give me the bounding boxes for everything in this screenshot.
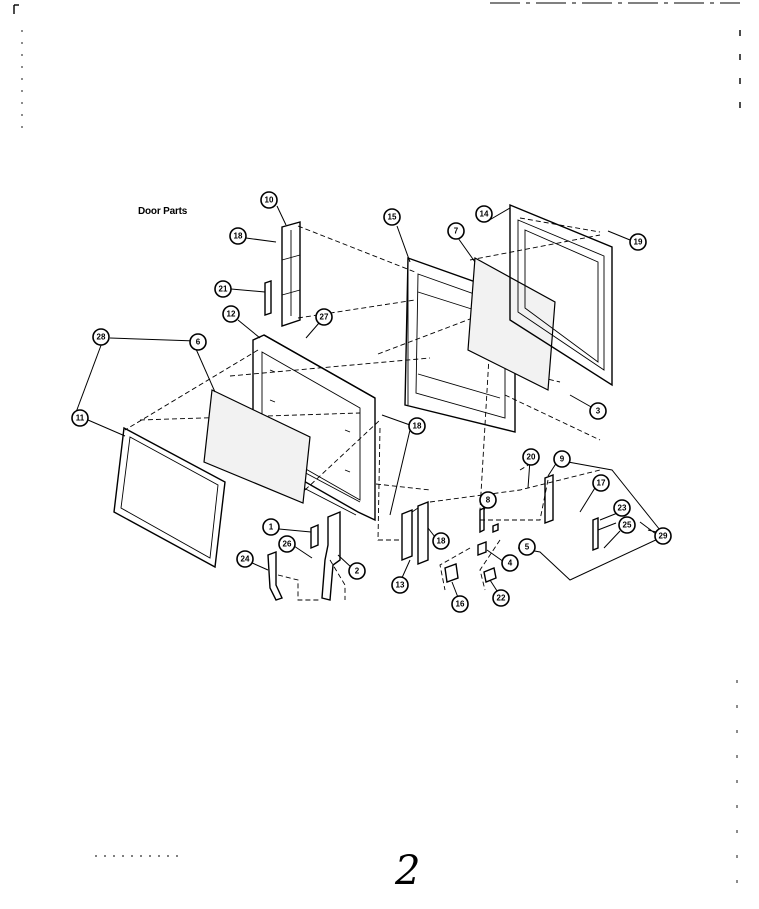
- part-10-hinge-strip: [281, 221, 301, 327]
- part-16-block: [444, 563, 459, 583]
- part-24-hook: [267, 550, 283, 601]
- callout-22: 22: [492, 589, 510, 607]
- callout-18-top: 18: [229, 227, 247, 245]
- part-2-latch-hook: [321, 510, 341, 601]
- svg-text:11: 11: [76, 414, 85, 423]
- svg-text:7: 7: [454, 227, 459, 236]
- svg-text:18: 18: [437, 537, 446, 546]
- svg-text:2: 2: [355, 567, 360, 576]
- callout-11: 11: [71, 409, 89, 427]
- svg-text:12: 12: [227, 310, 236, 319]
- scan-edge-marks: [13, 2, 741, 890]
- callout-19: 19: [629, 233, 647, 251]
- leader-lines: [74, 205, 661, 601]
- svg-text:18: 18: [234, 232, 243, 241]
- page-number: 2: [395, 848, 421, 894]
- svg-text:27: 27: [320, 313, 329, 322]
- callout-14: 14: [475, 205, 493, 223]
- assembly-lines: [124, 217, 601, 601]
- part-13-latch-bracket: [401, 500, 429, 566]
- part-11-outer-door: [113, 426, 226, 569]
- callout-6: 6: [189, 333, 207, 351]
- callout-21: 21: [214, 280, 232, 298]
- callout-17: 17: [592, 474, 610, 492]
- callout-20: 20: [522, 448, 540, 466]
- part-9-hinge-arm: [544, 473, 554, 525]
- part-7-glass-sheet: [467, 257, 556, 391]
- callout-25: 25: [618, 516, 636, 534]
- svg-text:9: 9: [560, 455, 565, 464]
- callout-10: 10: [260, 191, 278, 209]
- part-4-switch: [477, 522, 499, 557]
- svg-text:8: 8: [486, 496, 491, 505]
- svg-text:3: 3: [596, 407, 601, 416]
- part-6-glass-panel: [203, 389, 311, 504]
- svg-text:4: 4: [508, 559, 513, 568]
- callout-27: 27: [315, 308, 333, 326]
- svg-text:20: 20: [527, 453, 536, 462]
- svg-text:1: 1: [269, 523, 274, 532]
- svg-text:13: 13: [396, 581, 405, 590]
- svg-text:28: 28: [97, 333, 106, 342]
- part-8-spring: [479, 506, 485, 534]
- callout-16: 16: [451, 595, 469, 613]
- svg-text:24: 24: [241, 555, 250, 564]
- svg-text:6: 6: [196, 338, 201, 347]
- callout-8: 8: [479, 491, 497, 509]
- part-21-bracket: [264, 280, 272, 316]
- callout-23: 23: [613, 499, 631, 517]
- callout-13: 13: [391, 576, 409, 594]
- callout-5: 5: [518, 538, 536, 556]
- callout-4: 4: [501, 554, 519, 572]
- callout-18-lower: 18: [432, 532, 450, 550]
- callout-28: 28: [92, 328, 110, 346]
- svg-text:15: 15: [388, 213, 397, 222]
- svg-text:16: 16: [456, 600, 465, 609]
- callout-18-middle: 18: [408, 417, 426, 435]
- callout-9: 9: [553, 450, 571, 468]
- callout-12: 12: [222, 305, 240, 323]
- callout-2: 2: [348, 562, 366, 580]
- callout-26: 26: [278, 535, 296, 553]
- svg-text:23: 23: [618, 504, 627, 513]
- svg-text:17: 17: [597, 479, 606, 488]
- part-14-outer-frame: [509, 203, 613, 387]
- callout-1: 1: [262, 518, 280, 536]
- svg-text:26: 26: [283, 540, 292, 549]
- callout-15: 15: [383, 208, 401, 226]
- svg-text:22: 22: [497, 594, 506, 603]
- callout-7: 7: [447, 222, 465, 240]
- callout-24: 24: [236, 550, 254, 568]
- diagram-title: Door Parts: [138, 206, 188, 217]
- svg-text:18: 18: [413, 422, 422, 431]
- svg-text:25: 25: [623, 521, 632, 530]
- svg-text:21: 21: [219, 285, 228, 294]
- part-23-pin: [592, 516, 599, 552]
- svg-text:5: 5: [525, 543, 530, 552]
- svg-text:29: 29: [659, 532, 668, 541]
- svg-text:14: 14: [480, 210, 489, 219]
- part-22-block: [483, 567, 497, 583]
- callout-3: 3: [589, 402, 607, 420]
- part-1-lever: [310, 523, 319, 550]
- callout-29: 29: [654, 527, 672, 545]
- svg-text:10: 10: [265, 196, 274, 205]
- svg-text:19: 19: [634, 238, 643, 247]
